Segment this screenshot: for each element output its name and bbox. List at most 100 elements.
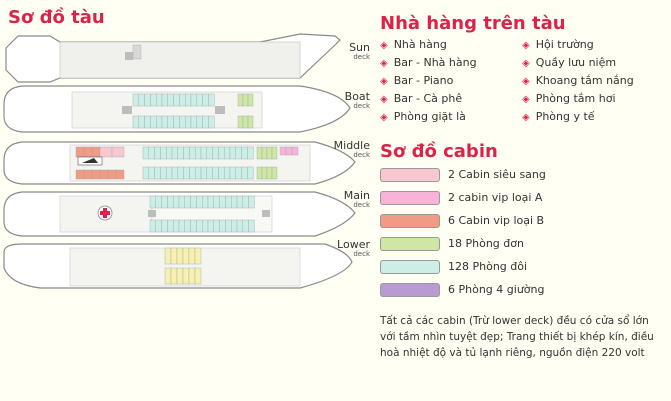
diamond-icon: ◈: [380, 58, 388, 69]
amenity-item: ◈Quầy lưu niệm: [522, 56, 617, 69]
amenity-item: ◈Bar - Piano: [380, 74, 454, 87]
double-cabin: [165, 146, 173, 160]
double-cabin: [171, 166, 179, 180]
four-bed-cabin: [164, 267, 172, 285]
legend-label: 6 Cabin vip loại B: [448, 214, 545, 227]
double-cabin: [172, 195, 180, 209]
four-bed-cabin: [188, 247, 196, 265]
double-cabin: [155, 93, 163, 107]
double-cabin: [201, 219, 209, 233]
boat-deck-plan: [3, 85, 351, 133]
super-luxury-cabin: [111, 146, 125, 158]
double-cabin: [202, 93, 209, 107]
double-cabin: [179, 115, 186, 129]
double-cabin: [179, 93, 186, 107]
double-cabin: [230, 195, 238, 209]
double-cabin: [196, 195, 203, 209]
single-cabin: [247, 93, 254, 107]
lower-deck-plan: [3, 243, 353, 289]
double-cabin: [161, 219, 168, 233]
double-cabin: [229, 146, 237, 160]
double-cabin: [200, 146, 208, 160]
legend-swatch: [380, 237, 440, 251]
single-cabin: [256, 146, 263, 160]
double-cabin: [177, 146, 184, 160]
double-cabin: [236, 219, 244, 233]
vip-b-cabin: [75, 146, 85, 158]
cabin-note: Tất cả các cabin (Trừ lower deck) đều có…: [380, 315, 654, 359]
vip-a-cabin: [285, 146, 293, 156]
double-cabin: [206, 166, 213, 180]
double-cabin: [144, 93, 151, 107]
diamond-icon: ◈: [380, 112, 388, 123]
double-cabin: [247, 166, 254, 180]
double-cabin: [184, 195, 191, 209]
double-cabin: [201, 195, 209, 209]
double-cabin: [165, 166, 173, 180]
double-cabin: [160, 146, 167, 160]
double-cabin: [154, 146, 161, 160]
double-cabin: [148, 146, 155, 160]
legend-label: 2 cabin vip loại A: [448, 191, 543, 204]
diamond-icon: ◈: [380, 76, 388, 87]
double-cabin: [161, 195, 168, 209]
double-cabin: [213, 219, 220, 233]
double-cabin: [167, 219, 174, 233]
amenity-item: ◈Khoang tắm nắng: [522, 74, 634, 87]
amenity-item: ◈Phòng tắm hơi: [522, 92, 616, 105]
double-cabin: [132, 93, 140, 107]
vip-b-cabin: [91, 146, 101, 158]
double-cabin: [235, 146, 242, 160]
four-bed-cabin: [176, 247, 184, 265]
double-cabin: [190, 219, 197, 233]
double-cabin: [225, 219, 232, 233]
single-cabin: [256, 166, 263, 180]
double-cabin: [236, 195, 244, 209]
amenity-item: ◈Phòng y tế: [522, 110, 595, 123]
double-cabin: [208, 93, 215, 107]
double-cabin: [190, 195, 197, 209]
double-cabin: [190, 93, 198, 107]
double-cabin: [247, 146, 254, 160]
double-cabin: [189, 166, 196, 180]
four-bed-cabin: [182, 267, 190, 285]
double-cabin: [212, 166, 219, 180]
legend-label: 2 Cabin siêu sang: [448, 168, 546, 181]
diamond-icon: ◈: [380, 40, 388, 51]
double-cabin: [138, 93, 145, 107]
double-cabin: [154, 166, 161, 180]
four-bed-cabin: [188, 267, 196, 285]
double-cabin: [142, 146, 150, 160]
single-cabin: [242, 93, 249, 107]
single-cabin: [271, 166, 278, 180]
double-cabin: [218, 146, 225, 160]
double-cabin: [208, 115, 215, 129]
double-cabin: [206, 146, 213, 160]
double-cabin: [248, 195, 255, 209]
super-luxury-cabin: [99, 146, 113, 158]
legend-swatch: [380, 191, 440, 205]
double-cabin: [184, 115, 192, 129]
double-cabin: [218, 166, 225, 180]
double-cabin: [196, 115, 203, 129]
four-bed-cabin: [194, 247, 202, 265]
double-cabin: [235, 166, 242, 180]
single-cabin: [237, 93, 244, 107]
single-cabin: [247, 115, 254, 129]
legend-label: 6 Phòng 4 giường: [448, 283, 545, 296]
diamond-icon: ◈: [522, 58, 530, 69]
single-cabin: [237, 115, 244, 129]
double-cabin: [223, 146, 231, 160]
double-cabin: [219, 195, 226, 209]
double-cabin: [207, 219, 215, 233]
single-cabin: [261, 146, 268, 160]
single-cabin: [242, 115, 249, 129]
legend-swatch: [380, 168, 440, 182]
legend-swatch: [380, 260, 440, 274]
double-cabin: [171, 146, 179, 160]
double-cabin: [242, 195, 249, 209]
